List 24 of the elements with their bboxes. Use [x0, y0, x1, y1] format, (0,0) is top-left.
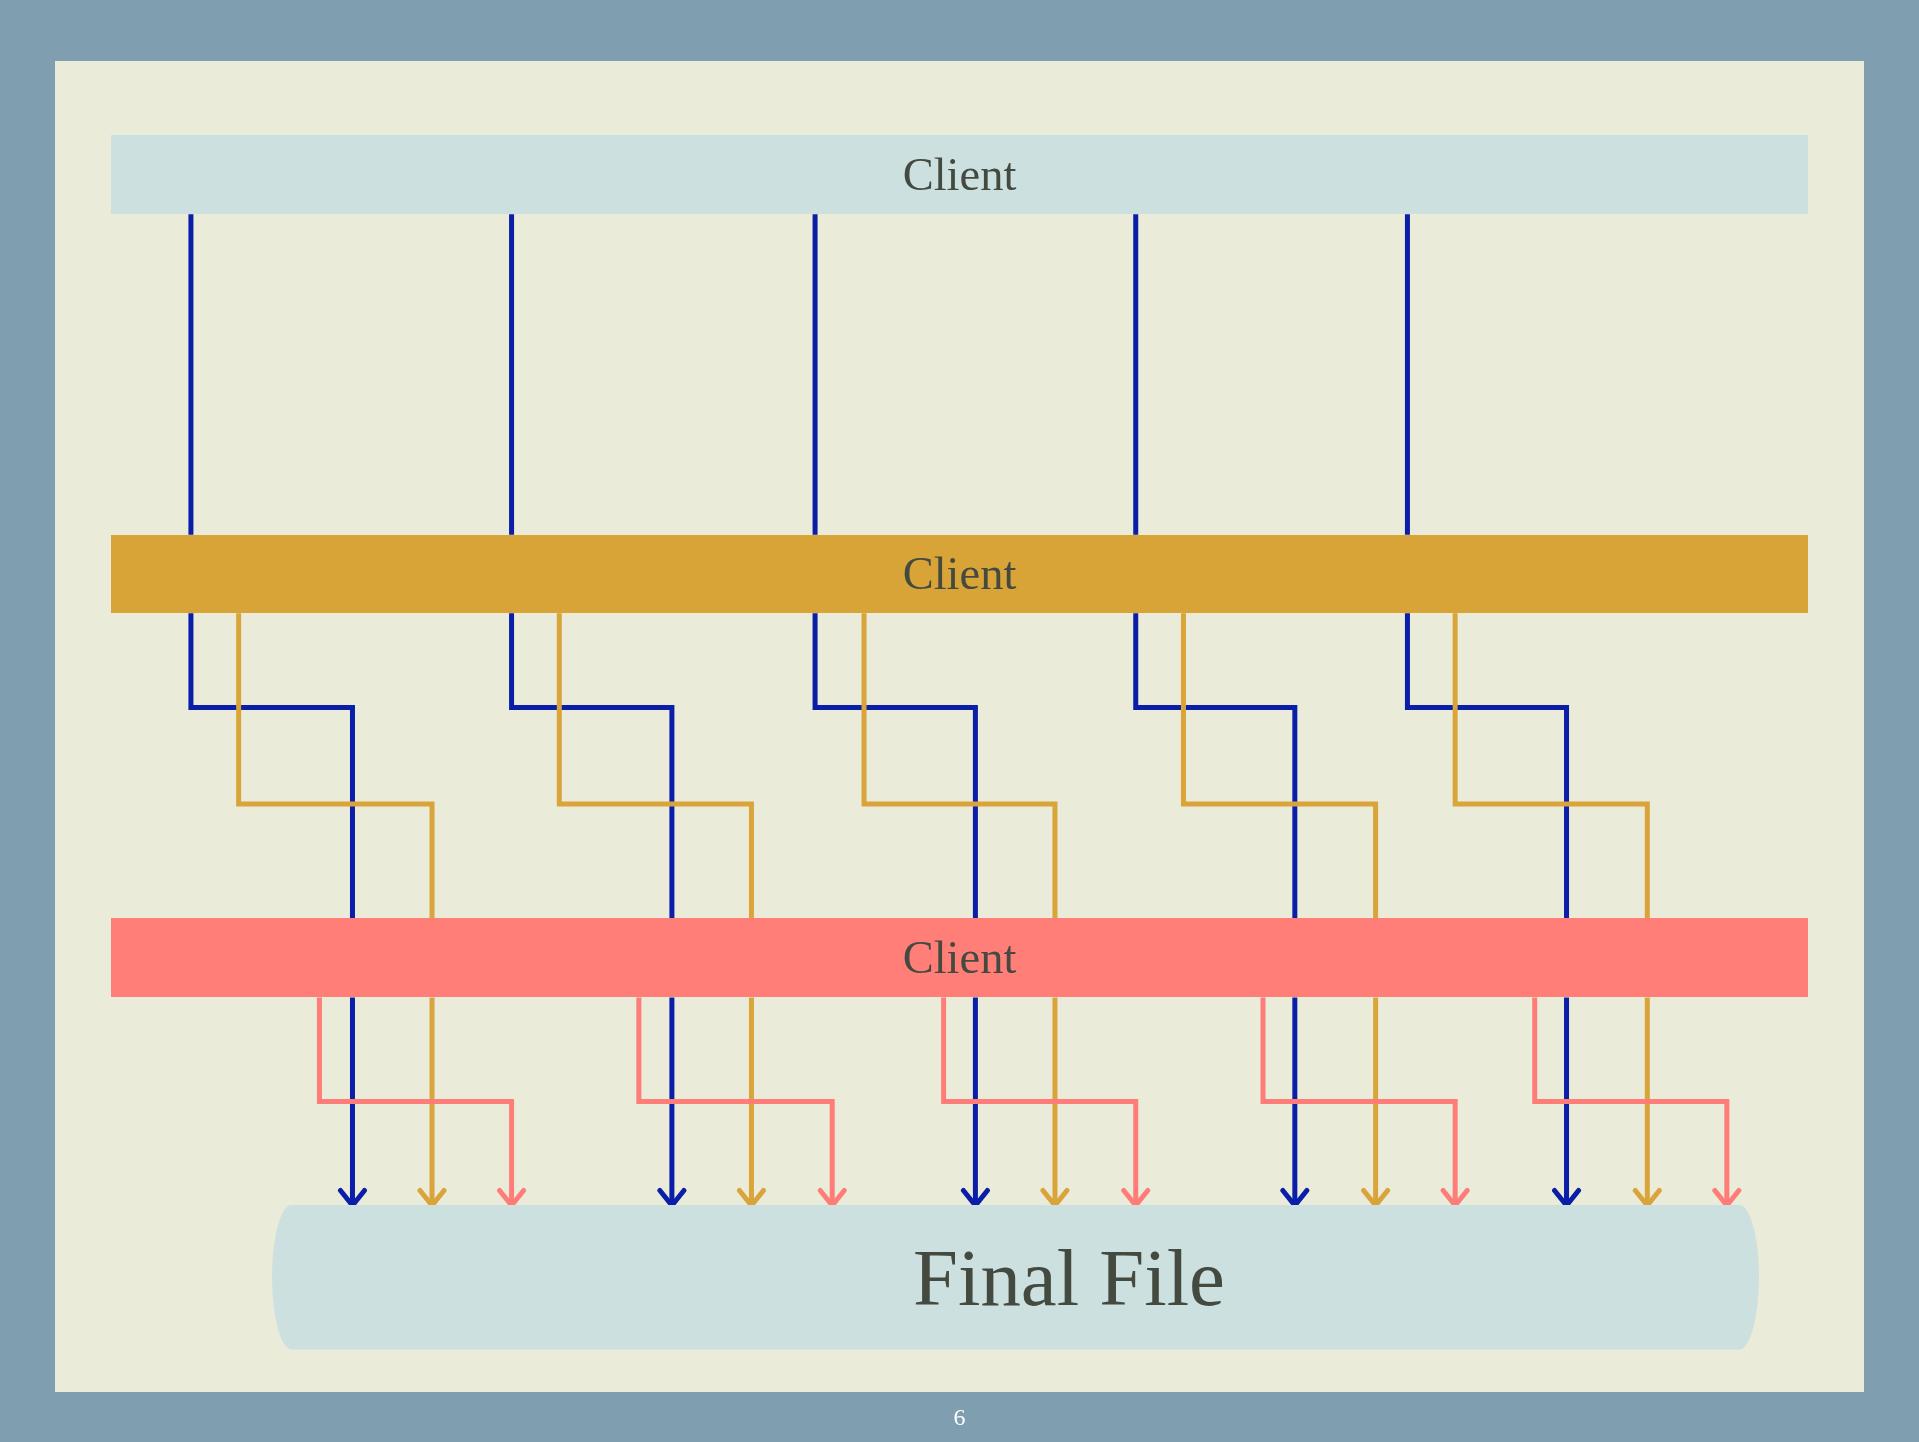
arrow — [316, 997, 527, 1208]
client-bar — [111, 534, 1808, 614]
bar-label: Client — [902, 931, 1017, 985]
arrow — [1361, 997, 1391, 1208]
client-bar — [111, 134, 1808, 215]
arrow — [1040, 997, 1070, 1208]
arrow — [941, 997, 1151, 1208]
page-number: 6 — [953, 1403, 966, 1431]
arrow — [1260, 997, 1470, 1208]
file-cylinder — [271, 1205, 1759, 1350]
file-label: Final File — [913, 1231, 1225, 1324]
arrow — [736, 997, 766, 1208]
arrow — [960, 997, 990, 1208]
arrow — [657, 997, 687, 1208]
arrow — [337, 997, 367, 1208]
bar-label: Client — [902, 547, 1017, 601]
arrow — [1632, 997, 1662, 1208]
arrow — [1532, 997, 1742, 1208]
bar-label: Client — [902, 147, 1017, 201]
arrow — [1280, 997, 1310, 1208]
arrow — [636, 997, 847, 1208]
arrow — [1552, 997, 1582, 1208]
client-bar — [111, 917, 1808, 998]
arrow — [417, 997, 447, 1208]
